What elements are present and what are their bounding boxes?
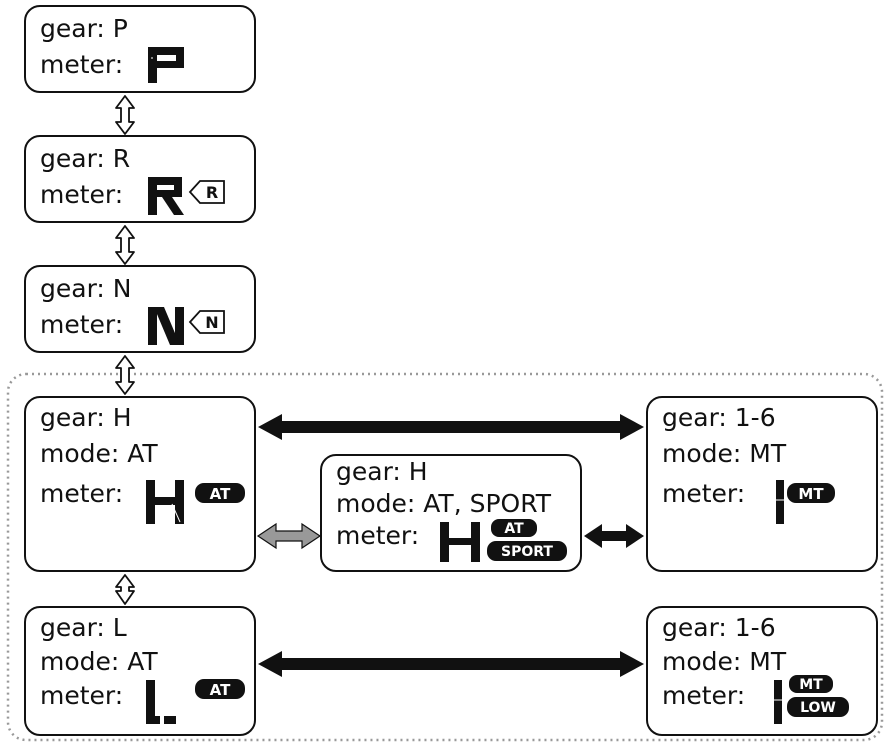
reverse-tag-icon: R <box>188 180 225 204</box>
meter-glyph-p-icon <box>148 47 184 83</box>
at-badge-icon: AT <box>195 483 245 503</box>
at-badge-icon: AT <box>491 519 537 537</box>
meter-label: meter: <box>40 50 124 79</box>
gear-label: gear: 1-6 <box>662 403 776 432</box>
state-h-at: gear: H mode: AT meter: AT <box>24 396 256 572</box>
gear-label: gear: R <box>40 144 131 173</box>
tag-text: MT <box>798 485 824 503</box>
gear-label: gear: N <box>40 274 132 303</box>
state-mt-low: gear: 1-6 mode: MT meter: MT LOW <box>646 606 878 736</box>
low-badge-icon: LOW <box>787 697 849 717</box>
tag2-text: LOW <box>800 700 836 716</box>
state-l-at: gear: L mode: AT meter: AT <box>24 606 256 736</box>
meter-glyph-h-icon <box>440 522 480 562</box>
mode-label: mode: AT <box>40 647 158 676</box>
arrow-l-mtlow <box>258 651 644 677</box>
meter-glyph-l-icon <box>146 680 176 724</box>
neutral-tag-icon: N <box>188 310 225 334</box>
arrow-h-mt <box>258 414 644 440</box>
state-r: gear: R meter: R <box>24 135 256 223</box>
mt-badge-icon: MT <box>787 483 835 503</box>
meter-glyph-r-icon <box>148 177 184 215</box>
arrow-h-l <box>115 574 135 605</box>
mode-label: mode: AT <box>40 439 158 468</box>
gear-label: gear: 1-6 <box>662 613 776 642</box>
arrow-h-sport <box>256 522 322 550</box>
meter-label: meter: <box>40 180 124 209</box>
gear-label: gear: L <box>40 613 127 642</box>
sport-badge-icon: SPORT <box>487 541 567 561</box>
mode-label: mode: MT <box>662 647 787 676</box>
meter-label: meter: <box>40 479 124 508</box>
tag-text: R <box>206 183 218 202</box>
tag-text: AT <box>210 485 231 503</box>
state-n: gear: N meter: N <box>24 265 256 353</box>
meter-glyph-i-icon <box>776 480 784 524</box>
at-badge-icon: AT <box>195 679 245 699</box>
state-p: gear: P meter: <box>24 5 256 93</box>
arrow-sport-mt <box>584 524 644 548</box>
meter-glyph-i-icon <box>774 680 782 724</box>
gear-label: gear: H <box>40 403 132 432</box>
mode-label: mode: MT <box>662 439 787 468</box>
tag-text: AT <box>210 681 231 699</box>
meter-glyph-n-icon <box>148 307 184 345</box>
tag-text: MT <box>799 677 823 693</box>
gear-label: gear: H <box>336 457 428 486</box>
mode-label: mode: AT, SPORT <box>336 489 552 518</box>
tag-text: AT <box>504 521 524 537</box>
meter-label: meter: <box>40 681 124 710</box>
meter-label: meter: <box>336 521 420 550</box>
arrow-n-h <box>115 355 135 395</box>
tag-text: N <box>205 313 218 332</box>
arrow-r-n <box>115 225 135 265</box>
meter-label: meter: <box>40 310 124 339</box>
state-mt: gear: 1-6 mode: MT meter: MT <box>646 396 878 572</box>
gear-label: gear: P <box>40 14 128 43</box>
arrow-p-r <box>115 95 135 135</box>
mt-badge-icon: MT <box>789 675 833 693</box>
meter-label: meter: <box>662 681 746 710</box>
tag2-text: SPORT <box>501 544 553 560</box>
state-h-sport: gear: H mode: AT, SPORT meter: AT SPORT <box>320 454 582 572</box>
meter-glyph-h-icon <box>146 480 184 524</box>
meter-label: meter: <box>662 479 746 508</box>
